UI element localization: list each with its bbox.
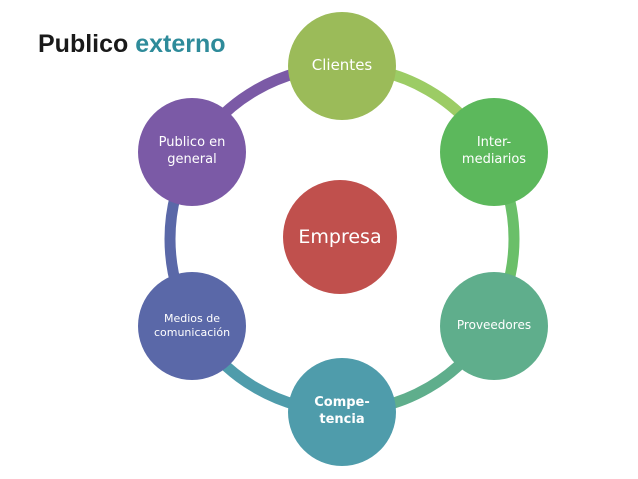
node-circle-competencia — [288, 358, 396, 466]
node-label-medios: Medios de comunicación — [153, 311, 231, 339]
node-label-empresa: Empresa — [298, 225, 382, 248]
title-word-externo: externo — [135, 30, 226, 58]
node-label-proveedores: Proveedores — [456, 318, 532, 333]
node-circle-medios — [138, 272, 246, 380]
node-circle-intermediarios — [440, 98, 548, 206]
node-circles — [138, 12, 548, 466]
node-label-publico: Publico en general — [158, 135, 226, 167]
node-label-clientes: Clientes — [311, 56, 373, 75]
node-label-intermediarios: Inter- mediarios — [461, 135, 527, 167]
node-circle-proveedores — [440, 272, 548, 380]
node-label-competencia: Compe- tencia — [314, 395, 370, 427]
node-circle-publico — [138, 98, 246, 206]
page-title: Publico externo — [38, 30, 226, 59]
title-word-publico: Publico — [38, 30, 129, 58]
node-circle-empresa — [283, 180, 397, 294]
node-circle-clientes — [288, 12, 396, 120]
